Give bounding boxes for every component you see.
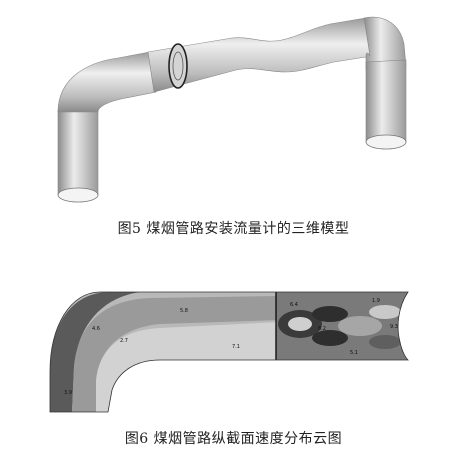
contour-label: 5.8: [180, 308, 188, 314]
contour-label: 6.4: [290, 302, 298, 308]
pipe-right-opening: [365, 134, 407, 150]
contour-label: 7.1: [232, 344, 240, 350]
contour-label: 4.6: [92, 326, 100, 332]
contour-label: 3.9: [64, 390, 72, 396]
pipe-left-opening: [57, 187, 99, 203]
figure-6-velocity-contour: 4.6 5.8 7.1 3.9 2.7 6.4 8.2 5.1 1.9 9.3: [0, 272, 467, 422]
contour-label: 2.7: [120, 338, 128, 344]
pipe-left-leg: [57, 109, 99, 196]
contour-label: 1.9: [372, 298, 380, 304]
contour-label: 5.1: [350, 350, 358, 356]
contour-label: 9.3: [390, 324, 398, 330]
figure-5-pipe-model: [0, 0, 467, 215]
pipe-left-elbow: [57, 51, 157, 113]
figure-6-caption: 图6 煤烟管路纵截面速度分布云图: [124, 431, 343, 447]
flowmeter-ring: [168, 43, 188, 89]
velocity-contour-plot: 4.6 5.8 7.1 3.9 2.7 6.4 8.2 5.1 1.9 9.3: [49, 291, 409, 413]
contour-label: 8.2: [318, 326, 326, 332]
figure-5-caption: 图5 煤烟管路安装流量计的三维模型: [117, 221, 350, 237]
pipe-right-leg: [365, 59, 407, 143]
pipe-3d-illustration: [57, 16, 407, 203]
